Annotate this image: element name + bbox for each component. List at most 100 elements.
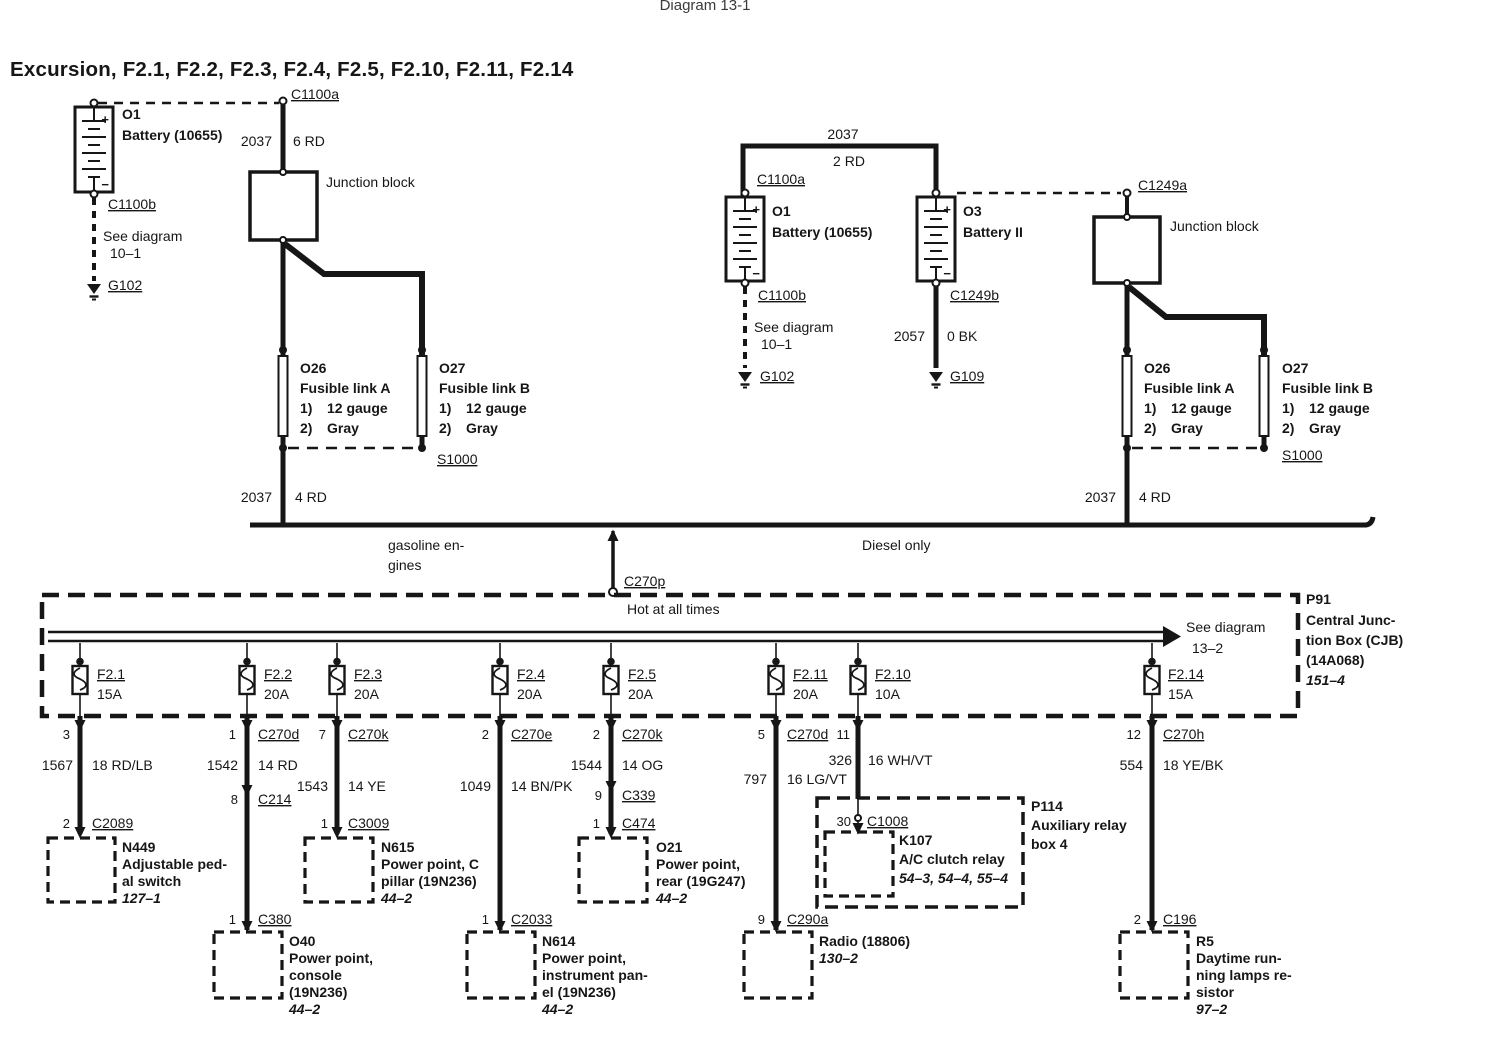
list-item: 12 gauge [1309, 400, 1370, 416]
component-name: Radio (18806) [819, 933, 910, 949]
connector-label: C270e [511, 726, 552, 742]
list-num: 1) [439, 400, 451, 416]
list-num: 2) [1282, 420, 1294, 436]
connector-label: C214 [258, 791, 292, 807]
component-part-number: el (19N236) [542, 984, 616, 1000]
component-name: pillar (19N236) [381, 873, 477, 889]
component-box-n614 [465, 930, 537, 1000]
fuse-name: F2.1 [97, 666, 125, 682]
see-diagram-note: See diagram [1186, 619, 1265, 635]
engine-type-note: Diesel only [862, 537, 930, 553]
component-name: Fusible link A [1144, 380, 1235, 396]
wire-color: 16 WH/VT [868, 752, 933, 768]
component-part-number: (19N236) [289, 984, 347, 1000]
fuse-name: F2.2 [264, 666, 292, 682]
pin-number: 3 [63, 727, 70, 742]
list-num: 2) [300, 420, 312, 436]
component-name: Power point, C [381, 856, 479, 872]
component-name: box 4 [1031, 836, 1068, 852]
junction-block-label: Junction block [1170, 218, 1260, 234]
wire-color: 2 RD [833, 153, 865, 169]
junction-block-label: Junction block [326, 174, 416, 190]
splice-label: S1000 [437, 451, 478, 467]
list-item: 12 gauge [1171, 400, 1232, 416]
battery-plus: + [943, 202, 951, 217]
component-id: R5 [1196, 933, 1214, 949]
connector-label: C270d [787, 726, 828, 742]
component-id: O26 [300, 360, 327, 376]
component-id: O40 [289, 933, 316, 949]
wire-color: 4 RD [295, 489, 327, 505]
component-name: ning lamps re- [1196, 967, 1292, 983]
component-id: N449 [122, 839, 156, 855]
fuse-amps: 20A [264, 686, 290, 702]
component-box-o40 [212, 930, 284, 1000]
fusible-link-o26-left [277, 355, 289, 437]
dashed-wires [92, 101, 1259, 450]
component-ref: 44–2 [288, 1001, 320, 1017]
junction-block-right [1092, 215, 1162, 285]
battery-o1-mid-symbol: + − [724, 195, 766, 283]
component-box-n615 [303, 836, 375, 904]
component-name: Battery (10655) [122, 127, 222, 143]
fuse-symbols [71, 657, 1161, 696]
connector-label: C1100b [108, 196, 156, 212]
pin-number: 5 [758, 727, 765, 742]
connector-label: C270k [622, 726, 663, 742]
pin-number: 1 [229, 727, 236, 742]
connector-label: C1249a [1138, 177, 1187, 193]
battery-o1-left-symbol: + − [73, 105, 115, 194]
pin-number: 1 [482, 912, 489, 927]
ground-icon [85, 282, 103, 301]
component-name: Adjustable ped- [122, 856, 227, 872]
cjb-labels: C270p Hot at all times See diagram 13–2 … [624, 573, 1403, 688]
component-ref: 44–2 [380, 890, 412, 906]
connector-label: C270d [258, 726, 299, 742]
component-name: Central Junc- [1306, 612, 1396, 628]
pin-number: 8 [231, 792, 238, 807]
connector-label: C1100a [757, 171, 805, 187]
junction-block-left [248, 170, 319, 242]
component-ref: 97–2 [1196, 1001, 1227, 1017]
ground-icon [736, 370, 754, 389]
connector-label: C380 [258, 911, 292, 927]
list-item: Gray [466, 420, 498, 436]
branch-f2-4: 2 C270e 1049 14 BN/PK 1 C2033 N614 Power… [460, 726, 648, 1017]
wire-circuit: 554 [1120, 757, 1144, 773]
fusible-link-o27-left [416, 355, 428, 437]
pin-number: 7 [319, 727, 326, 742]
connector-label: C196 [1163, 911, 1197, 927]
see-diagram-ref: 13–2 [1192, 640, 1223, 656]
wire-color: 18 YE/BK [1163, 757, 1224, 773]
relay-box-p114-outline [815, 796, 1025, 909]
component-id: N614 [542, 933, 576, 949]
fuse-amps: 20A [354, 686, 380, 702]
wire-circuit: 1567 [42, 757, 73, 773]
wire-circuit: 2057 [894, 328, 925, 344]
fuse-name: F2.11 [793, 666, 828, 682]
list-item: Gray [327, 420, 359, 436]
component-id: O1 [122, 106, 141, 122]
ground-label: G109 [950, 368, 984, 384]
component-id: N615 [381, 839, 415, 855]
fuse-amps: 15A [97, 686, 123, 702]
engine-type-note: gasoline en- [388, 537, 465, 553]
wire-circuit: 326 [829, 752, 853, 768]
component-box-r5 [1118, 930, 1190, 1000]
component-box-radio [742, 930, 814, 1000]
fuse-amps: 20A [793, 686, 819, 702]
pin-number: 9 [595, 788, 602, 803]
wire-circuit: 797 [744, 771, 768, 787]
cjb-bus-bar [48, 626, 1181, 647]
wire-circuit: 2037 [827, 126, 858, 142]
component-name: rear (19G247) [656, 873, 746, 889]
wire-color: 0 BK [947, 328, 978, 344]
thin-wires [79, 643, 1153, 829]
pin-number: 1 [229, 912, 236, 927]
component-name: Fusible link B [439, 380, 530, 396]
pin-number: 30 [837, 814, 851, 829]
fuse-amps: 10A [875, 686, 901, 702]
list-num: 2) [1144, 420, 1156, 436]
fuse-amps: 15A [1168, 686, 1194, 702]
